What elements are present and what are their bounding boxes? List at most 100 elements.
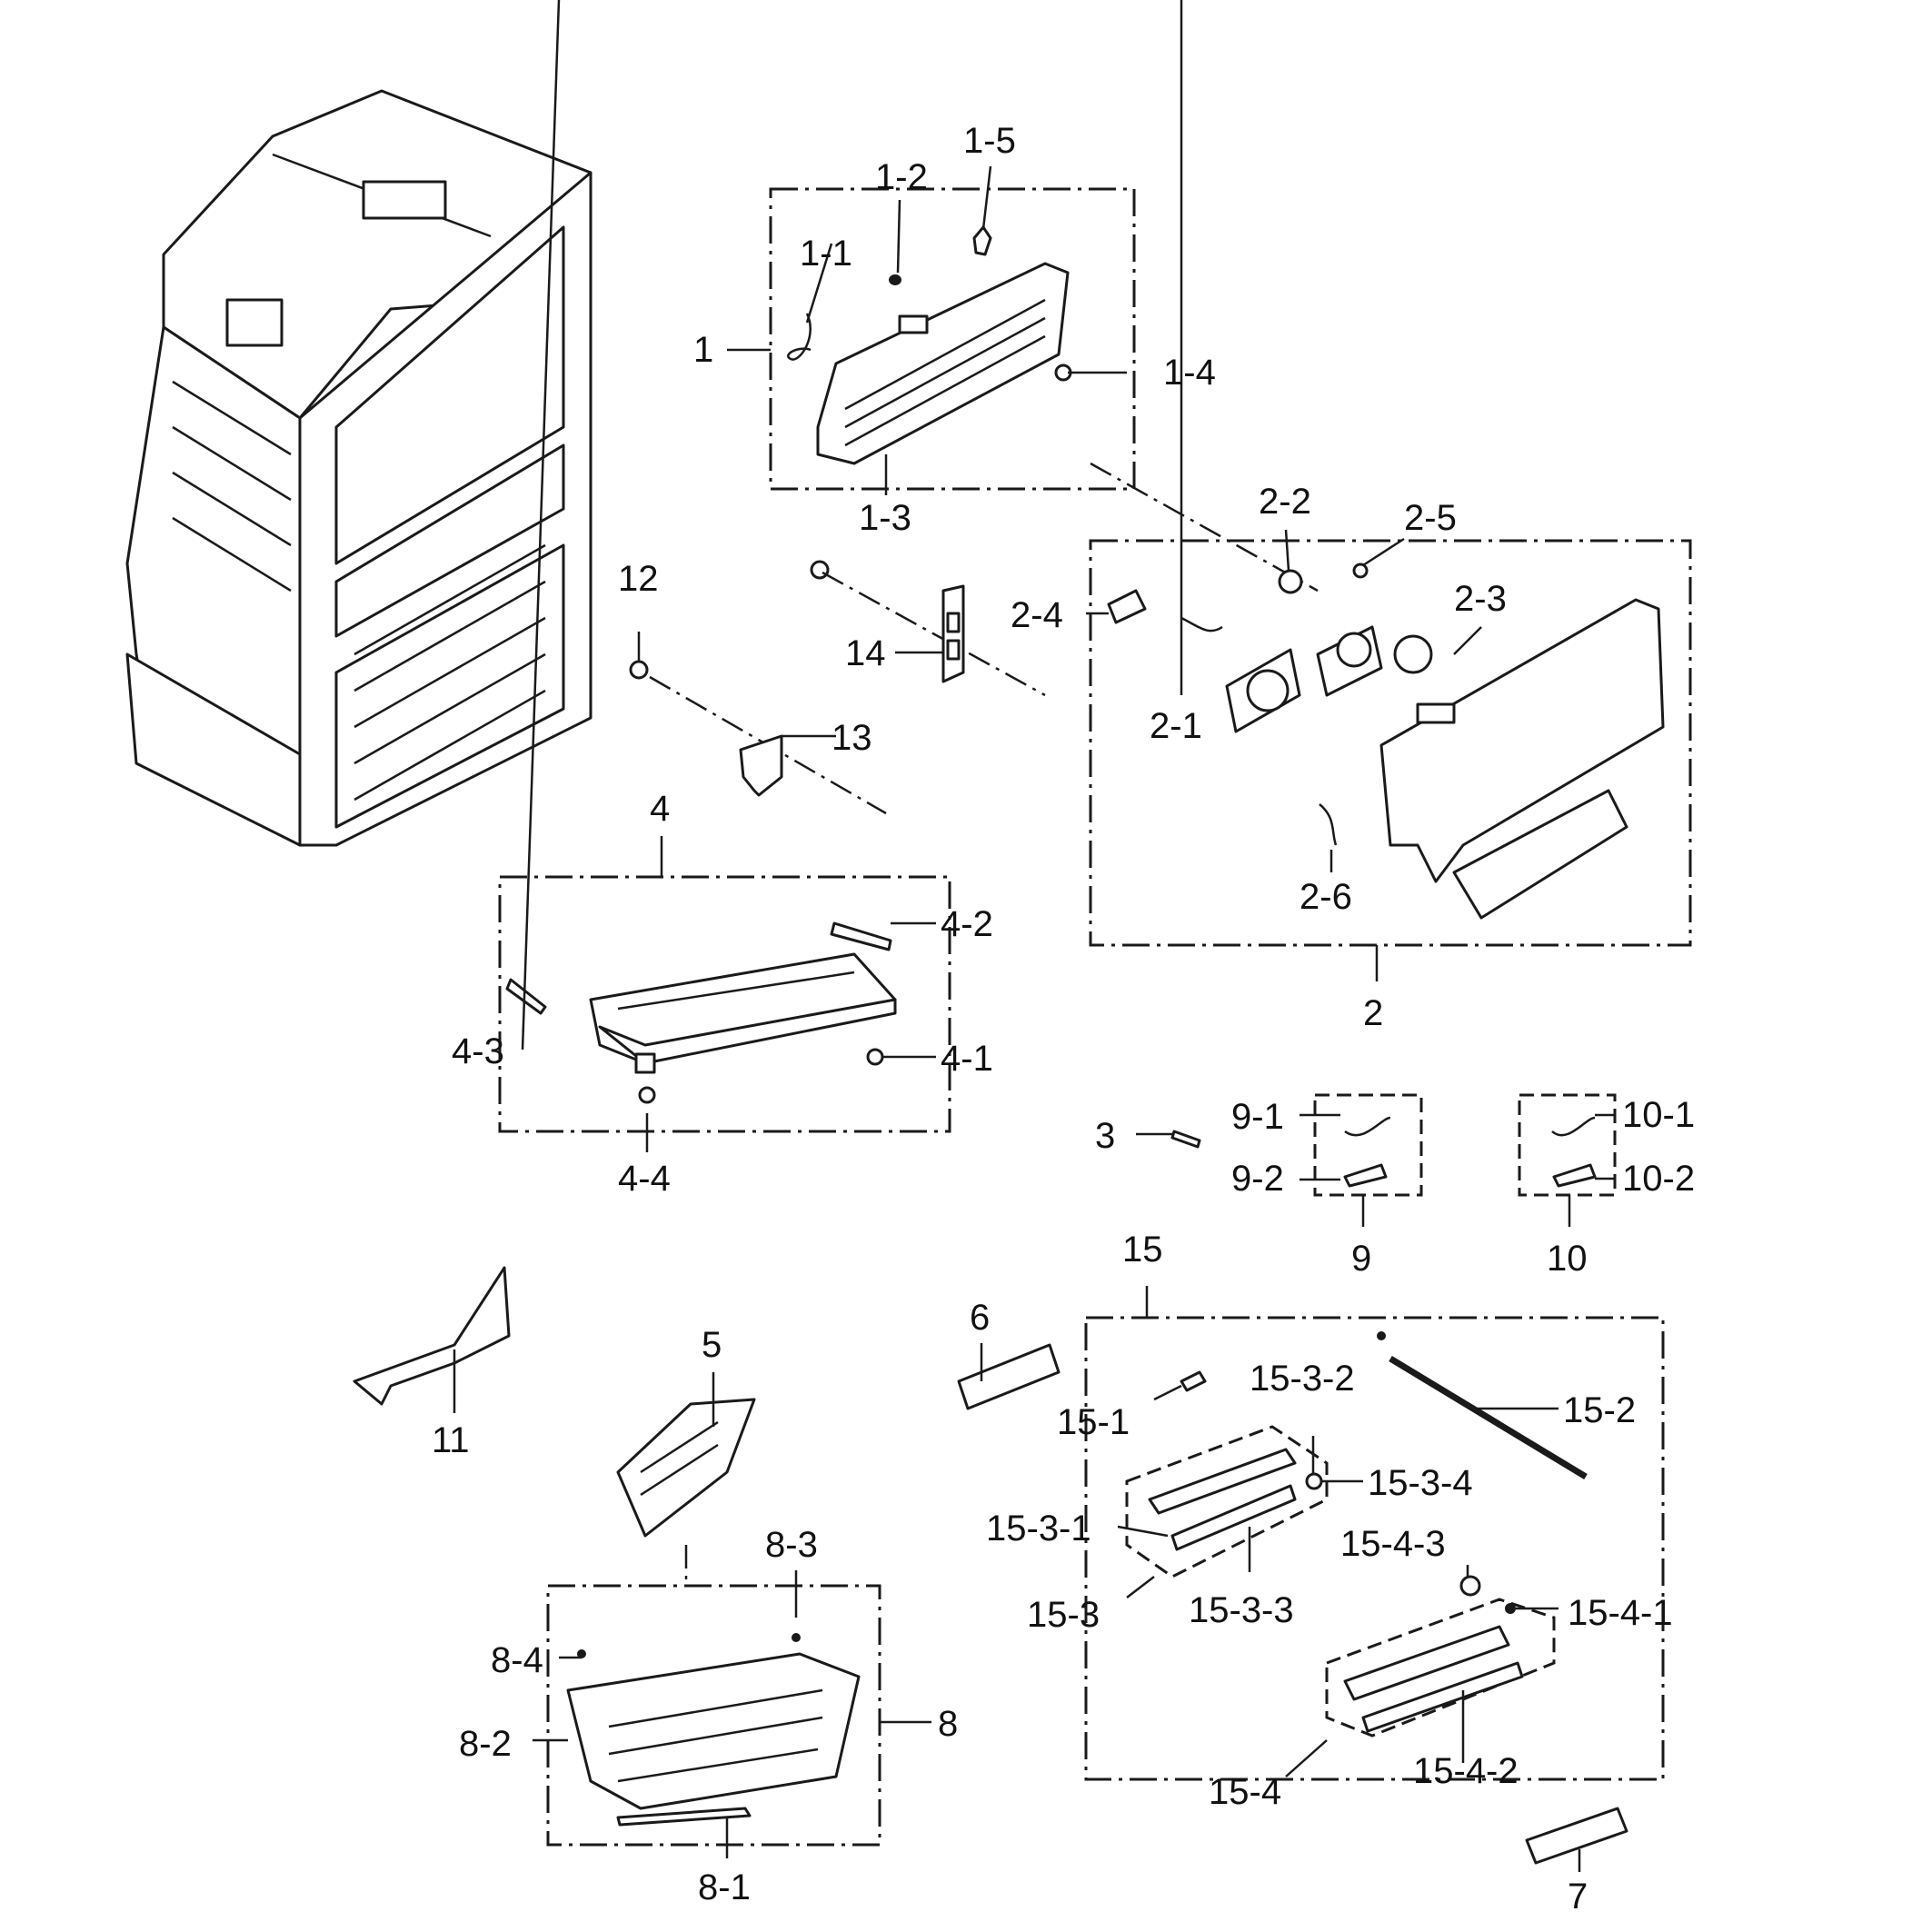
label-2-4: 2-4 xyxy=(1011,595,1063,635)
rail-15-3 xyxy=(1148,1448,1297,1515)
label-2-1: 2-1 xyxy=(1150,706,1202,746)
label-10-1: 10-1 xyxy=(1622,1095,1695,1135)
label-9: 9 xyxy=(1351,1239,1371,1279)
label-4-3: 4-3 xyxy=(452,1031,504,1071)
part-2-4-icon xyxy=(1107,589,1147,624)
rail-15-4-b xyxy=(1361,1661,1524,1733)
label-15-3-2: 15-3-2 xyxy=(1250,1359,1355,1399)
label-15-2: 15-2 xyxy=(1563,1390,1636,1430)
label-15-3-1: 15-3-1 xyxy=(986,1509,1091,1549)
bracket-14 xyxy=(941,584,965,683)
group-2-box xyxy=(1089,539,1692,947)
label-15-4-2: 15-4-2 xyxy=(1413,1751,1519,1791)
label-4: 4 xyxy=(650,789,670,829)
label-1: 1 xyxy=(693,330,713,370)
slide-rail-4-3 xyxy=(505,978,547,1015)
label-6: 6 xyxy=(970,1298,990,1338)
part-4-4-icon xyxy=(638,1086,656,1104)
part-1-2-icon xyxy=(889,274,901,285)
bracket-13 xyxy=(739,734,783,797)
label-1-1: 1-1 xyxy=(800,234,852,274)
part-4-1-icon xyxy=(866,1048,884,1066)
part-7-icon xyxy=(1525,1807,1628,1865)
label-9-1: 9-1 xyxy=(1231,1097,1284,1137)
label-15-4: 15-4 xyxy=(1209,1772,1281,1812)
sensor-wire-2-6 xyxy=(1319,803,1338,846)
label-8-2: 8-2 xyxy=(459,1724,512,1764)
part-8-3-icon xyxy=(792,1633,801,1642)
part-3-icon xyxy=(1170,1130,1201,1149)
part-2-5-icon xyxy=(1352,563,1369,579)
part-15-4-1-icon xyxy=(1505,1603,1516,1614)
label-5: 5 xyxy=(702,1325,722,1365)
label-15-4-1: 15-4-1 xyxy=(1568,1593,1673,1633)
label-4-2: 4-2 xyxy=(941,904,993,944)
group-10-box xyxy=(1518,1093,1617,1197)
slide-rail-4-2 xyxy=(830,921,892,951)
label-4-1: 4-1 xyxy=(941,1039,993,1079)
rod-15-2 xyxy=(1389,1356,1588,1479)
label-12: 12 xyxy=(618,559,659,599)
part-2-2-icon xyxy=(1278,569,1303,594)
label-4-4: 4-4 xyxy=(618,1159,671,1199)
part-14-screw xyxy=(810,560,830,580)
part-12-icon xyxy=(629,660,649,680)
label-15-3-3: 15-3-3 xyxy=(1189,1590,1294,1630)
label-15: 15 xyxy=(1122,1230,1163,1270)
group-15-box xyxy=(1084,1316,1665,1781)
label-2-2: 2-2 xyxy=(1259,482,1311,522)
label-2-5: 2-5 xyxy=(1404,498,1457,538)
rail-15-4 xyxy=(1343,1625,1510,1701)
part-6-icon xyxy=(957,1343,1061,1410)
sensor-wire-1-1 xyxy=(787,313,812,361)
group-8-box xyxy=(546,1584,881,1847)
label-9-2: 9-2 xyxy=(1231,1159,1284,1199)
label-8: 8 xyxy=(938,1704,958,1744)
label-15-3-4: 15-3-4 xyxy=(1368,1463,1473,1503)
group-4-box xyxy=(498,875,951,1133)
label-1-4: 1-4 xyxy=(1163,353,1216,393)
refrigerator-cabinet xyxy=(125,89,593,847)
part-15-4-3-icon xyxy=(1459,1575,1481,1597)
label-8-4: 8-4 xyxy=(491,1640,543,1680)
label-2-3: 2-3 xyxy=(1454,579,1507,619)
label-8-3: 8-3 xyxy=(765,1525,818,1565)
basket-8 xyxy=(566,1652,861,1810)
part-10-2-icon xyxy=(1552,1163,1597,1188)
label-8-1: 8-1 xyxy=(698,1867,751,1907)
fan-blade xyxy=(1393,634,1433,674)
label-2: 2 xyxy=(1363,993,1383,1033)
part-1-5-icon xyxy=(972,225,992,256)
evap-cover-assembly xyxy=(1379,598,1665,920)
part-15-1-icon xyxy=(1180,1370,1207,1392)
rail-8-1 xyxy=(616,1807,752,1827)
evaporator-assembly xyxy=(816,262,1070,465)
label-14: 14 xyxy=(845,633,886,673)
group-1-box xyxy=(769,187,1136,491)
fan-motor xyxy=(1246,669,1290,712)
bracket-11 xyxy=(353,1266,511,1406)
label-11: 11 xyxy=(432,1420,470,1460)
drawer-4 xyxy=(589,952,897,1074)
fan-wheel xyxy=(1336,632,1372,668)
label-10: 10 xyxy=(1547,1239,1588,1279)
label-2-6: 2-6 xyxy=(1300,877,1352,917)
label-1-5: 1-5 xyxy=(963,121,1016,161)
label-1-3: 1-3 xyxy=(859,498,911,538)
label-10-2: 10-2 xyxy=(1622,1159,1695,1199)
group-15-4-box xyxy=(1325,1598,1556,1738)
group-15-3-box xyxy=(1125,1425,1329,1578)
sensor-wire-10-1 xyxy=(1551,1116,1596,1137)
label-15-3: 15-3 xyxy=(1027,1595,1100,1635)
divider-5 xyxy=(616,1398,756,1538)
label-15-1: 15-1 xyxy=(1057,1402,1130,1442)
rail-15-3-b xyxy=(1170,1484,1297,1551)
label-7: 7 xyxy=(1568,1877,1588,1912)
label-15-4-3: 15-4-3 xyxy=(1340,1524,1446,1564)
label-3: 3 xyxy=(1095,1116,1115,1156)
label-13: 13 xyxy=(832,718,872,758)
sensor-wire-9-1 xyxy=(1344,1116,1391,1137)
part-9-2-icon xyxy=(1343,1163,1388,1188)
group-9-box xyxy=(1313,1093,1423,1197)
